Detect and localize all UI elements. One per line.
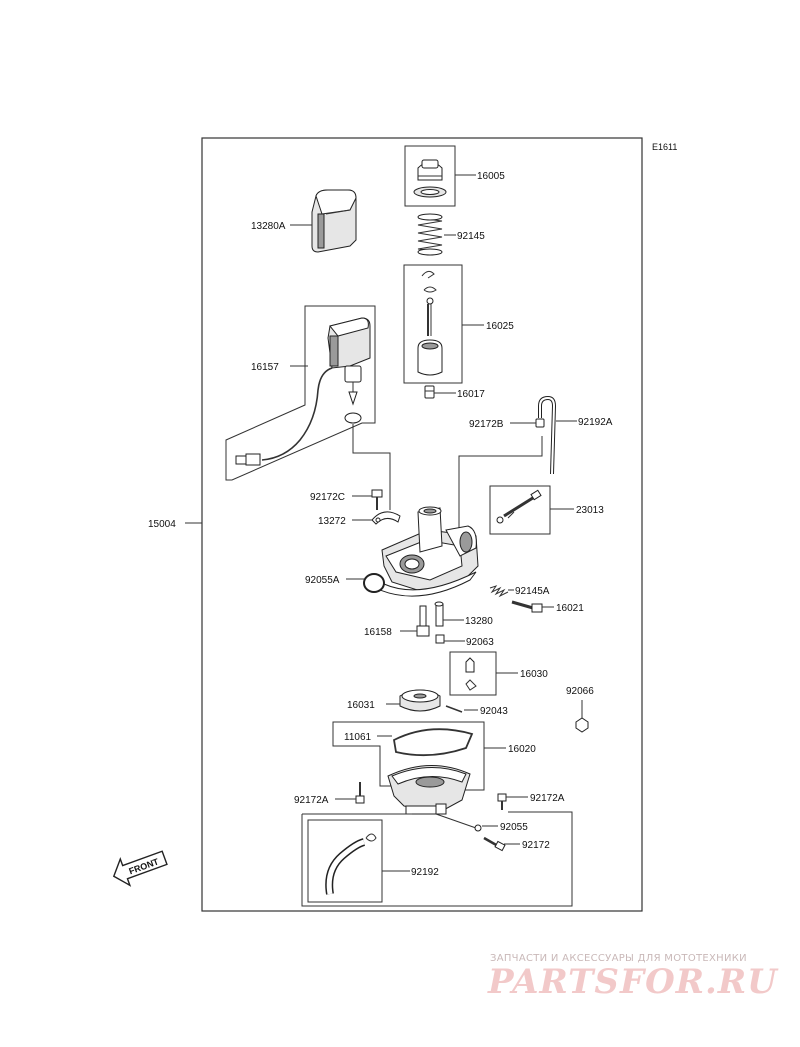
- label-16030: 16030: [520, 669, 548, 680]
- float-chamber-part: [387, 765, 471, 815]
- o-ring-92055-part: [474, 824, 482, 832]
- spring-part: [417, 213, 443, 256]
- diagram-code: E1611: [652, 142, 677, 152]
- main-jet-holder-part: [416, 605, 430, 637]
- box-16005: [404, 145, 456, 207]
- clamp-plate-part: [371, 511, 401, 525]
- throttle-valve-part: [417, 270, 443, 376]
- label-92055A: 92055A: [305, 575, 340, 586]
- drain-hose-part: [325, 833, 377, 895]
- box-16157: [225, 305, 376, 481]
- gasket-11061-part: [393, 728, 474, 757]
- label-92145: 92145: [457, 231, 485, 242]
- carb-cover-part: [311, 189, 357, 253]
- label-92172: 92172: [522, 840, 550, 851]
- spring-92145A-part: [489, 585, 509, 598]
- label-92192: 92192: [411, 867, 439, 878]
- drain-screw-part: [483, 836, 506, 852]
- label-92172C: 92172C: [310, 492, 345, 503]
- vent-hose-part: [535, 395, 557, 475]
- auto-choke-part: [235, 317, 371, 466]
- label-92192A: 92192A: [578, 417, 613, 428]
- label-92066: 92066: [566, 686, 594, 697]
- idle-screw-part: [496, 489, 542, 524]
- air-screw-part: [511, 600, 543, 613]
- screw-92172C-part: [371, 489, 383, 510]
- label-92043: 92043: [480, 706, 508, 717]
- label-92172A-left: 92172A: [294, 795, 329, 806]
- pipe-13280-part: [434, 601, 444, 627]
- label-16158: 16158: [364, 627, 392, 638]
- label-13280A: 13280A: [251, 221, 286, 232]
- box-23013: [489, 485, 551, 535]
- label-92145A: 92145A: [515, 586, 550, 597]
- label-92055: 92055: [500, 822, 528, 833]
- label-16005: 16005: [477, 171, 505, 182]
- box-16025: [403, 264, 463, 384]
- label-16017: 16017: [457, 389, 485, 400]
- carb-top-cap-part: [413, 159, 447, 198]
- box-92192: [301, 811, 573, 907]
- label-16031: 16031: [347, 700, 375, 711]
- needle-jet-part: [424, 385, 435, 399]
- watermark-brand: PARTSFOR.RU: [488, 962, 778, 1002]
- label-16020: 16020: [508, 744, 536, 755]
- label-16025: 16025: [486, 321, 514, 332]
- label-92172B: 92172B: [469, 419, 504, 430]
- float-valve-part: [465, 657, 477, 691]
- label-92063: 92063: [466, 637, 494, 648]
- carburetor-body-part: [379, 506, 479, 597]
- o-ring-92055A-part: [363, 573, 385, 593]
- label-16157: 16157: [251, 362, 279, 373]
- label-11061: 11061: [344, 732, 372, 743]
- plug-92066-part: [575, 700, 589, 733]
- screw-92172A-right-part: [497, 793, 507, 810]
- label-15004: 15004: [148, 519, 176, 530]
- screw-92172A-left-part: [355, 782, 365, 804]
- float-16031-part: [399, 689, 441, 712]
- label-92172A-right: 92172A: [530, 793, 565, 804]
- label-13280: 13280: [465, 616, 493, 627]
- pin-92043-part: [445, 705, 463, 713]
- main-jet-92063-part: [435, 634, 445, 644]
- diagram-frame: [201, 137, 643, 912]
- label-23013: 23013: [576, 505, 604, 516]
- label-16021: 16021: [556, 603, 584, 614]
- front-arrow-icon: FRONT: [112, 850, 168, 887]
- label-13272: 13272: [318, 516, 346, 527]
- watermark-tagline: ЗАПЧАСТИ И АКСЕССУАРЫ ДЛЯ МОТОТЕХНИКИ: [490, 953, 747, 964]
